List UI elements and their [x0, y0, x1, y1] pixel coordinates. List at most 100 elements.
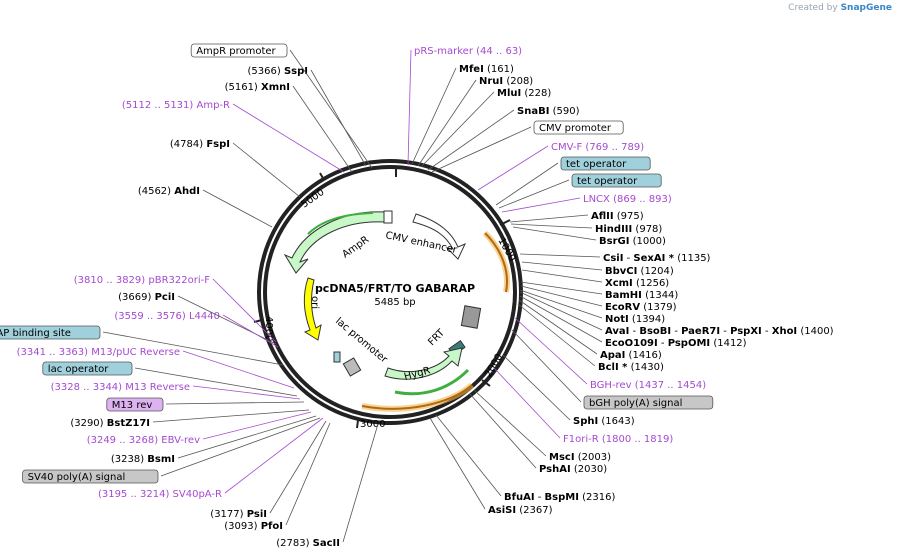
right-label-26-part-0: F1ori-R — [563, 434, 599, 445]
left-label-21-part-1: SacII — [313, 538, 340, 549]
left-label-7-part-1: PciI — [155, 292, 175, 303]
right-label-19-part-4: PaeR7I — [681, 326, 720, 337]
ampr-arrow[interactable] — [283, 211, 385, 274]
left-label-19[interactable]: (3177) PsiI — [210, 509, 267, 520]
left-label-6[interactable]: (3810 .. 3829) pBR322ori-F — [74, 275, 210, 286]
left-label-16-part-0: (3238) — [111, 454, 147, 465]
right-label-19-part-0: AvaI — [605, 326, 629, 337]
left-label-10[interactable]: (3341 .. 3363) M13/pUC Reverse — [17, 347, 180, 358]
right-label-14[interactable]: BbvCI (1204) — [605, 266, 674, 277]
right-label-3[interactable]: MluI (228) — [497, 88, 551, 99]
right-label-19[interactable]: AvaI - BsoBI - PaeR7I - PspXI - XhoI (14… — [605, 326, 834, 337]
right-label-28[interactable]: PshAI (2030) — [539, 464, 607, 475]
left-label-3[interactable]: (5112 .. 5131) Amp-R — [122, 100, 230, 111]
bgh-polya-block — [460, 305, 482, 329]
right-label-8[interactable]: tet operator — [577, 176, 638, 187]
right-label-11[interactable]: HindIII (978) — [595, 224, 662, 235]
right-label-29-leader — [435, 414, 502, 497]
left-label-9[interactable]: CAP binding site — [0, 328, 71, 339]
left-label-1[interactable]: (5366) SspI — [248, 66, 308, 77]
right-label-23[interactable]: BGH-rev (1437 .. 1454) — [590, 380, 706, 391]
left-label-3-part-0: (5112 .. 5131) — [122, 100, 197, 111]
left-label-20-part-1: PfoI — [261, 521, 283, 532]
left-label-4[interactable]: (4784) FspI — [170, 139, 230, 150]
left-label-14[interactable]: (3290) BstZ17I — [70, 418, 150, 429]
left-label-12[interactable]: (3328 .. 3344) M13 Reverse — [51, 382, 190, 393]
left-label-21-part-0: (2783) — [276, 538, 312, 549]
right-label-18-part-0: NotI — [605, 314, 629, 325]
right-label-7[interactable]: tet operator — [566, 159, 627, 170]
right-label-19-part-6: PspXI — [730, 326, 762, 337]
plasmid-backbone-outer — [257, 159, 523, 425]
left-label-4-part-0: (4784) — [170, 139, 206, 150]
right-label-25[interactable]: SphI (1643) — [573, 416, 635, 427]
right-label-22-part-1: (1430) — [627, 362, 664, 373]
right-label-19-part-2: BsoBI — [639, 326, 671, 337]
right-label-4[interactable]: SnaBI (590) — [517, 106, 580, 117]
right-label-12-part-1: (1000) — [629, 236, 666, 247]
right-label-21[interactable]: ApaI (1416) — [600, 350, 662, 361]
right-label-15[interactable]: XcmI (1256) — [605, 278, 669, 289]
right-label-24[interactable]: bGH poly(A) signal — [589, 398, 682, 409]
right-label-29[interactable]: BfuAI - BspMI (2316) — [504, 492, 615, 503]
plasmid-backbone-inner — [263, 165, 517, 419]
cap-site-block — [333, 351, 341, 363]
right-label-13[interactable]: CsiI - SexAI * (1135) — [603, 253, 711, 264]
right-label-10[interactable]: AflII (975) — [591, 211, 644, 222]
right-label-6[interactable]: CMV-F (769 .. 789) — [551, 142, 644, 153]
right-label-22[interactable]: BclI * (1430) — [598, 362, 664, 373]
ring-ticks — [253, 166, 511, 429]
insert-arc[interactable] — [484, 232, 508, 293]
left-label-11[interactable]: lac operator — [48, 364, 109, 375]
left-label-17-leader — [160, 417, 321, 477]
right-label-29-part-3: (2316) — [579, 492, 616, 503]
right-label-8-part-0: tet operator — [577, 176, 638, 187]
left-label-13-leader — [165, 401, 305, 405]
right-label-29-part-1: - — [535, 492, 545, 503]
right-label-30[interactable]: AsiSI (2367) — [488, 505, 553, 516]
right-label-2-part-1: (208) — [503, 76, 533, 87]
right-label-5-leader — [431, 126, 532, 173]
right-label-16[interactable]: BamHI (1344) — [605, 290, 678, 301]
right-label-0[interactable]: pRS-marker (44 .. 63) — [414, 46, 522, 57]
left-label-0[interactable]: AmpR promoter — [196, 46, 276, 57]
left-label-1-leader — [310, 69, 367, 167]
left-label-13[interactable]: M13 rev — [112, 400, 153, 411]
right-label-group: pRS-marker (44 .. 63) MfeI (161)NruI (208… — [414, 46, 834, 516]
right-label-30-part-1: (2367) — [516, 505, 553, 516]
left-label-16[interactable]: (3238) BsmI — [111, 454, 175, 465]
left-label-2[interactable]: (5161) XmnI — [225, 82, 290, 93]
left-label-21[interactable]: (2783) SacII — [276, 538, 340, 549]
right-label-27-part-0: MscI — [549, 452, 575, 463]
left-label-17[interactable]: SV40 poly(A) signal — [28, 472, 126, 483]
left-label-2-part-1: XmnI — [261, 82, 290, 93]
left-label-13-part-0: M13 rev — [112, 400, 153, 411]
hygr-arrow[interactable] — [384, 347, 463, 380]
cmv-enhancer-arrow[interactable] — [412, 213, 467, 260]
right-label-11-part-0: HindIII — [595, 224, 632, 235]
right-label-18[interactable]: NotI (1394) — [605, 314, 665, 325]
left-label-7[interactable]: (3669) PciI — [118, 292, 175, 303]
left-label-20[interactable]: (3093) PfoI — [224, 521, 283, 532]
right-label-27[interactable]: MscI (2003) — [549, 452, 611, 463]
right-label-2[interactable]: NruI (208) — [479, 76, 533, 87]
right-label-16-part-0: BamHI — [605, 290, 642, 301]
right-label-17[interactable]: EcoRV (1379) — [605, 302, 677, 313]
right-label-5[interactable]: CMV promoter — [539, 123, 612, 134]
credit-prefix: Created by — [788, 3, 838, 13]
left-label-18[interactable]: (3195 .. 3214) SV40pA-R — [98, 489, 222, 500]
right-label-12[interactable]: BsrGI (1000) — [599, 236, 666, 247]
hygr-orange-arc[interactable] — [361, 384, 473, 410]
right-label-1[interactable]: MfeI (161) — [459, 64, 514, 75]
right-label-19-part-8: XhoI — [772, 326, 797, 337]
left-label-18-part-0: (3195 .. 3214) — [98, 489, 173, 500]
left-label-15[interactable]: (3249 .. 3268) EBV-rev — [87, 435, 200, 446]
right-label-26[interactable]: F1ori-R (1800 .. 1819) — [563, 434, 673, 445]
right-label-17-part-1: (1379) — [640, 302, 677, 313]
right-label-9[interactable]: LNCX (869 .. 893) — [583, 194, 672, 205]
left-label-5[interactable]: (4562) AhdI — [138, 186, 200, 197]
right-label-20[interactable]: EcoO109I - PspOMI (1412) — [605, 338, 747, 349]
left-label-8[interactable]: (3559 .. 3576) L4440 — [114, 311, 220, 322]
ori-arrow[interactable] — [303, 277, 322, 341]
right-label-19-part-9: (1400) — [797, 326, 834, 337]
